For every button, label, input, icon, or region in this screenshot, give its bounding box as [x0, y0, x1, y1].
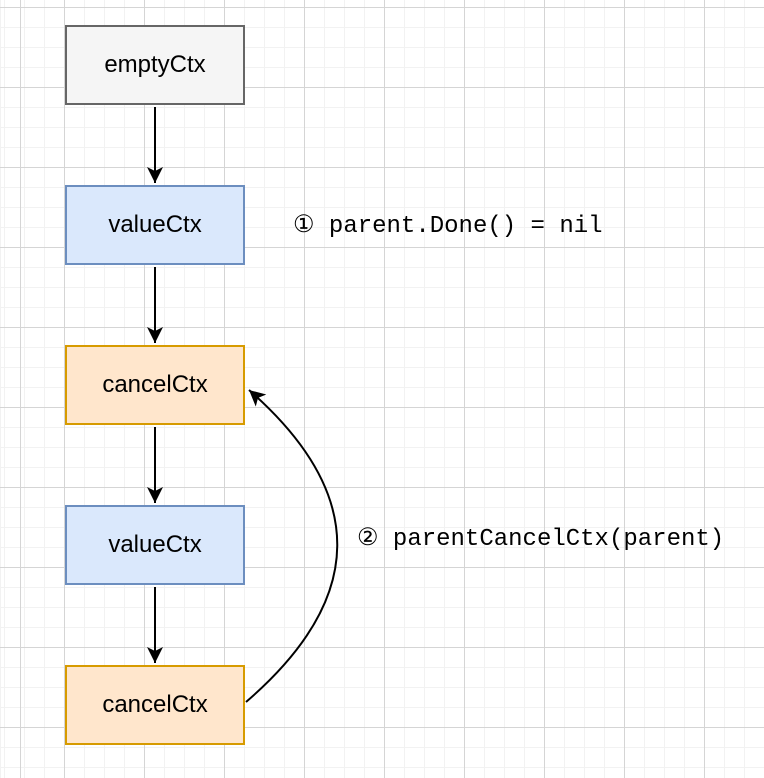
curved-arrow-cancelctx2-to-cancelctx1 — [245, 389, 339, 703]
node-cancel-ctx-1: cancelCtx — [65, 345, 245, 425]
annotation-parent-cancel-ctx: ② parentCancelCtx(parent) — [357, 526, 725, 553]
node-value-ctx-2-label: valueCtx — [108, 531, 202, 558]
annotation-parent-done: ① parent.Done() = nil — [293, 213, 603, 240]
node-value-ctx-1: valueCtx — [65, 185, 245, 265]
node-cancel-ctx-2: cancelCtx — [65, 665, 245, 745]
node-value-ctx-1-label: valueCtx — [108, 211, 202, 238]
node-cancel-ctx-2-label: cancelCtx — [102, 691, 208, 718]
node-value-ctx-2: valueCtx — [65, 505, 245, 585]
node-cancel-ctx-1-label: cancelCtx — [102, 371, 208, 398]
node-empty-ctx-label: emptyCtx — [104, 51, 206, 78]
node-empty-ctx: emptyCtx — [65, 25, 245, 105]
